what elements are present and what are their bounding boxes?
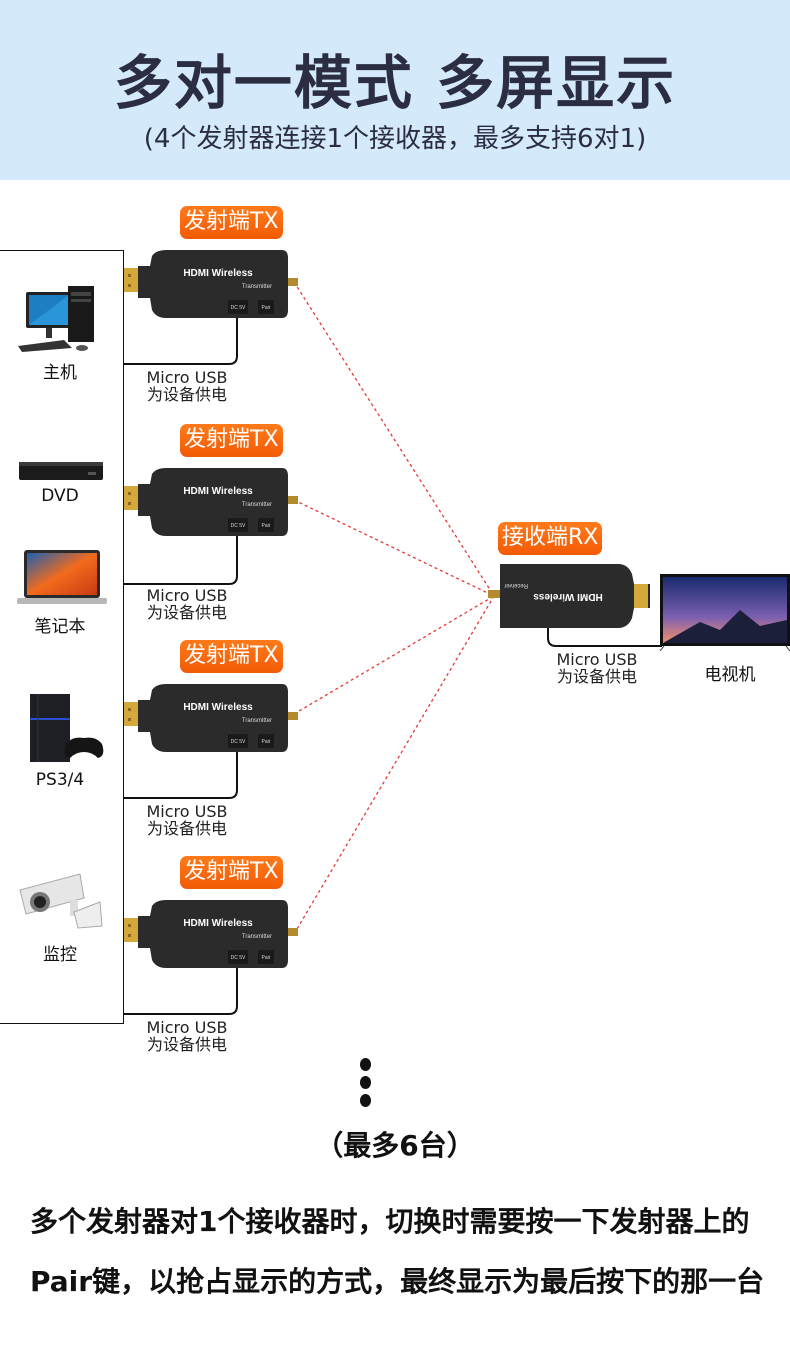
transmitter-badge: 发射端TX: [180, 856, 283, 889]
laptop-icon: [17, 550, 107, 604]
usb-power-cable: [124, 966, 238, 1015]
hdmi-plug: [124, 918, 140, 942]
dvd-player-icon: [19, 462, 103, 480]
svg-text:DC 5V: DC 5V: [231, 305, 246, 311]
transmitter-badge: 发射端TX: [180, 424, 283, 457]
receiver-badge: 接收端RX: [498, 522, 603, 555]
svg-text:Pair: Pair: [262, 305, 271, 311]
wireless-signal-line: [293, 595, 495, 935]
source-devices-frame: [0, 250, 124, 1024]
television-icon: [660, 574, 790, 652]
svg-text:Transmitter: Transmitter: [242, 502, 272, 508]
svg-text:Transmitter: Transmitter: [242, 718, 272, 724]
hdmi-plug: [124, 486, 140, 510]
usb-power-cable: [547, 628, 662, 647]
usage-note: 多个发射器对1个接收器时，切换时需要按一下发射器上的Pair键，以抢占显示的方式…: [30, 1205, 765, 1298]
antenna-connector: [288, 278, 298, 286]
hdmi-plug: [634, 584, 648, 608]
source-label: 笔记本: [34, 617, 86, 637]
svg-text:Pair: Pair: [262, 739, 271, 745]
svg-text:HDMI Wireless: HDMI Wireless: [183, 918, 253, 929]
transmitter-device: HDMI Wireless Transmitter DC 5V Pair: [124, 684, 298, 752]
usb-power-cable: [124, 534, 238, 585]
svg-text:Transmitter: Transmitter: [242, 284, 272, 290]
hdmi-plug: [124, 268, 140, 292]
svg-text:DC 5V: DC 5V: [231, 523, 246, 529]
hdmi-plug: [124, 702, 140, 726]
svg-text:HDMI Wireless: HDMI Wireless: [183, 702, 253, 713]
source-label: 主机: [43, 363, 77, 383]
display-label: 电视机: [704, 665, 756, 685]
wireless-signal-line: [293, 281, 495, 597]
transmitter-badge: 发射端TX: [180, 640, 283, 673]
svg-text:DC 5V: DC 5V: [231, 955, 246, 961]
connection-lines: [124, 281, 662, 1015]
page-title: 多对一模式 多屏显示: [113, 49, 677, 117]
page-subtitle: (4个发射器连接1个接收器，最多支持6对1): [143, 124, 647, 154]
svg-text:Pair: Pair: [262, 523, 271, 529]
svg-text:Receiver: Receiver: [504, 582, 528, 588]
wireless-signal-line: [293, 595, 495, 715]
wireless-signal-line: [293, 499, 495, 597]
antenna-connector: [288, 928, 298, 936]
transmitter-badge: 发射端TX: [180, 206, 283, 239]
antenna-connector: [488, 590, 500, 598]
usb-power-cable: [124, 316, 238, 365]
receiver-device: HDMI Wireless Receiver: [488, 564, 650, 628]
game-console-icon: [30, 694, 104, 762]
max-units-label: （最多6台）: [315, 1129, 475, 1162]
source-label: 监控: [43, 945, 77, 965]
source-label: DVD: [41, 486, 79, 506]
antenna-connector: [288, 712, 298, 720]
security-camera-icon: [19, 873, 103, 929]
transmitter-device: HDMI Wireless Transmitter DC 5V Pair: [124, 468, 298, 536]
transmitter-device: HDMI Wireless Transmitter DC 5V Pair: [124, 250, 298, 318]
transmitter-device: HDMI Wireless Transmitter DC 5V Pair: [124, 900, 298, 968]
antenna-connector: [288, 496, 298, 504]
more-indicator: [360, 1058, 372, 1112]
svg-text:Transmitter: Transmitter: [242, 934, 272, 940]
svg-text:DC 5V: DC 5V: [231, 739, 246, 745]
svg-text:HDMI Wireless: HDMI Wireless: [183, 268, 253, 279]
header-banner: 多对一模式 多屏显示 (4个发射器连接1个接收器，最多支持6对1): [0, 0, 790, 180]
svg-text:HDMI Wireless: HDMI Wireless: [183, 486, 253, 497]
usb-power-cable: [124, 750, 238, 799]
source-label: PS3/4: [35, 770, 85, 790]
desktop-pc-icon: [18, 286, 94, 352]
svg-text:HDMI Wireless: HDMI Wireless: [533, 591, 603, 602]
svg-text:Pair: Pair: [262, 955, 271, 961]
